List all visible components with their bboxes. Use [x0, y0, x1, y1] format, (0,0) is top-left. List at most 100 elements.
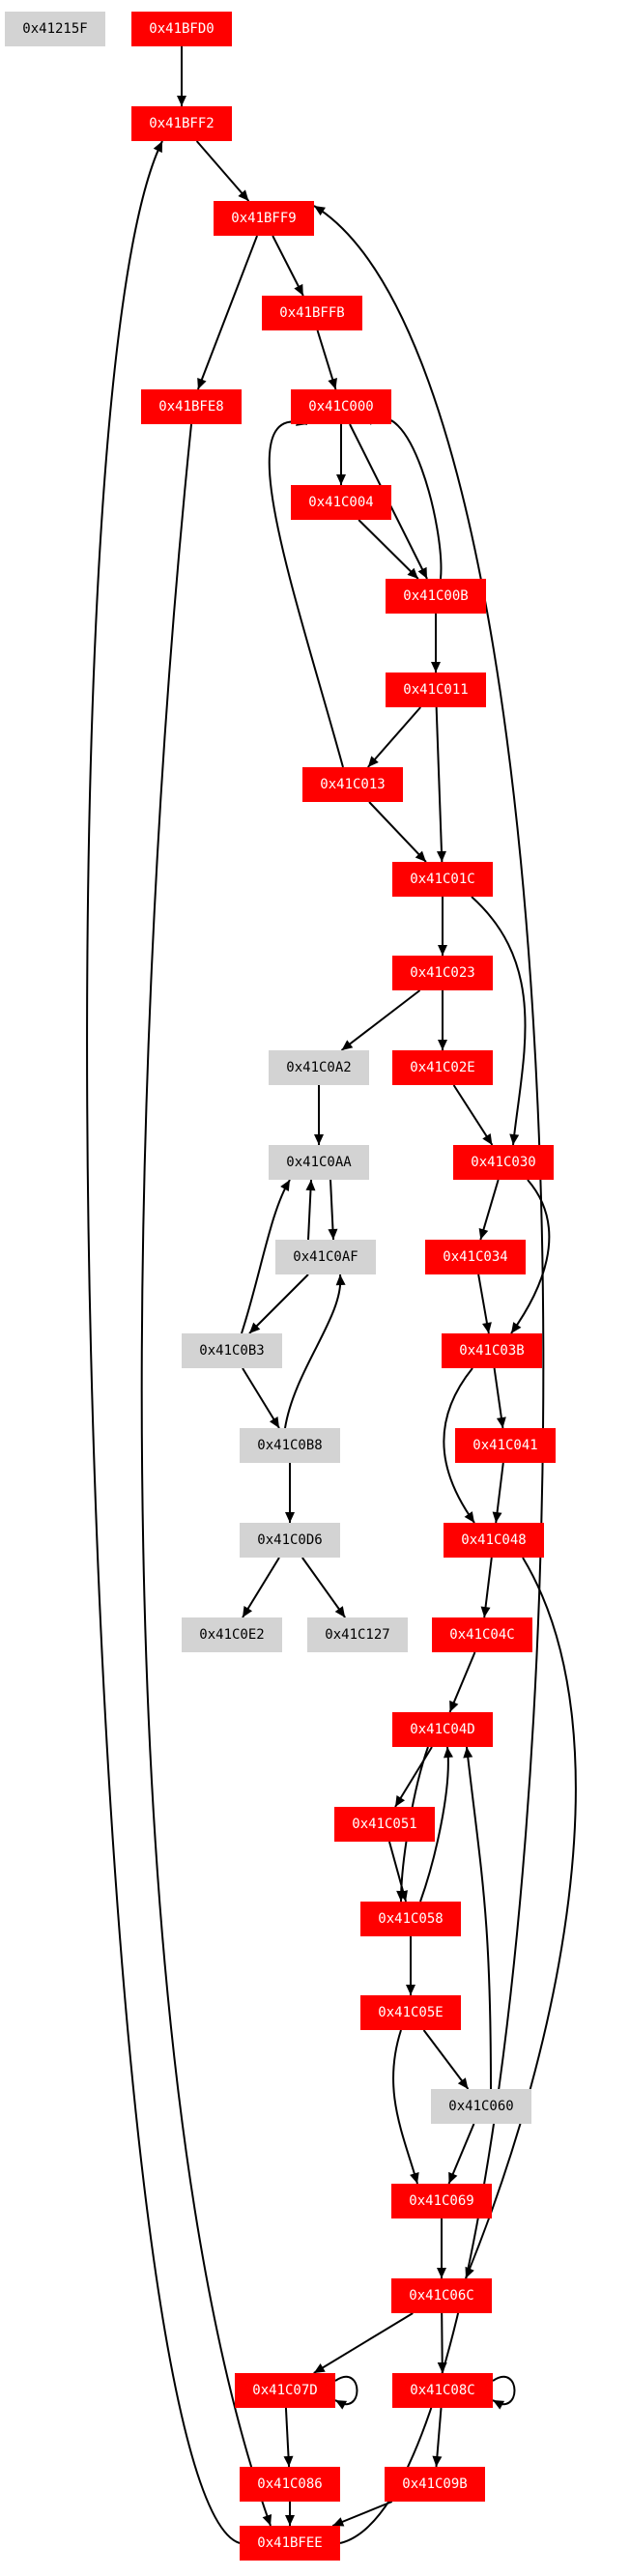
node-0x41c058[interactable]: 0x41C058	[360, 1902, 461, 1936]
node-0x41bffb[interactable]: 0x41BFFB	[262, 296, 362, 330]
node-box	[453, 1145, 554, 1180]
node-0x41c034[interactable]: 0x41C034	[425, 1240, 526, 1274]
node-box	[431, 2089, 531, 2124]
node-label: 0x41BFD0	[149, 21, 214, 37]
arrowhead-icon	[283, 2455, 294, 2467]
node-0x41bfe8[interactable]: 0x41BFE8	[141, 389, 242, 424]
arrowhead-icon	[335, 1274, 346, 1286]
edge-C08C-to-C09B	[432, 2407, 443, 2468]
edge-line	[284, 1274, 342, 1429]
node-0x41c01c[interactable]: 0x41C01C	[392, 862, 493, 897]
node-box	[391, 2278, 492, 2313]
edge-C0A2-to-C0AA	[314, 1085, 324, 1145]
arrowhead-icon	[334, 1606, 346, 1617]
edge-C048-to-C06C	[465, 1557, 577, 2279]
node-0x41c09b[interactable]: 0x41C09B	[385, 2467, 485, 2502]
node-0x41215f[interactable]: 0x41215F	[5, 12, 105, 46]
node-0x41c06c[interactable]: 0x41C06C	[391, 2278, 492, 2313]
edge-line	[394, 1746, 433, 1808]
node-0x41c023[interactable]: 0x41C023	[392, 956, 493, 990]
edge-line	[492, 2375, 516, 2406]
node-box	[262, 296, 362, 330]
node-0x41c05e[interactable]: 0x41C05E	[360, 1995, 461, 2030]
edge-line	[248, 1274, 309, 1334]
node-0x41bfd0[interactable]: 0x41BFD0	[131, 12, 232, 46]
edge-C09B-to-BFEE	[331, 2501, 393, 2527]
node-0x41c03b[interactable]: 0x41C03B	[442, 1333, 542, 1368]
arrowhead-icon	[243, 1606, 253, 1617]
node-box	[5, 12, 105, 46]
edge-line	[435, 706, 444, 863]
arrowhead-icon	[395, 1795, 406, 1807]
edge-line	[466, 1746, 492, 2090]
edge-C03B-to-C041	[493, 1367, 506, 1429]
node-label: 0x41C04C	[449, 1627, 514, 1643]
node-0x41c02e[interactable]: 0x41C02E	[392, 1050, 493, 1085]
node-box	[131, 12, 232, 46]
edge-C0B3-to-C0B8	[242, 1367, 280, 1429]
node-0x41c07d[interactable]: 0x41C07D	[235, 2373, 335, 2408]
node-label: 0x41C05E	[378, 2005, 443, 2020]
edge-C02E-to-C030	[452, 1084, 494, 1146]
node-0x41c051[interactable]: 0x41C051	[334, 1807, 435, 1842]
node-0x41c000[interactable]: 0x41C000	[291, 389, 391, 424]
node-0x41c0af[interactable]: 0x41C0AF	[275, 1240, 376, 1274]
node-box	[307, 1617, 408, 1652]
node-0x41c04d[interactable]: 0x41C04D	[392, 1712, 493, 1747]
edge-line	[242, 1367, 280, 1429]
node-0x41c041[interactable]: 0x41C041	[455, 1428, 556, 1463]
node-0x41c0e2[interactable]: 0x41C0E2	[182, 1617, 282, 1652]
arrowhead-icon	[496, 1417, 506, 1428]
node-box	[360, 1995, 461, 2030]
node-0x41c08c[interactable]: 0x41C08C	[392, 2373, 493, 2408]
edge-line	[242, 1557, 280, 1618]
edge-C03B-to-C048	[443, 1367, 475, 1524]
node-box	[392, 862, 493, 897]
node-box	[386, 673, 486, 707]
node-label: 0x41C069	[409, 2193, 473, 2209]
node-label: 0x41C127	[325, 1627, 389, 1643]
node-0x41c069[interactable]: 0x41C069	[391, 2184, 492, 2218]
arrowhead-icon	[480, 1606, 491, 1617]
node-label: 0x41C041	[472, 1438, 537, 1453]
node-0x41bfee[interactable]: 0x41BFEE	[240, 2526, 340, 2561]
edge-C048-to-C04C	[480, 1557, 493, 1618]
node-label: 0x41BFE8	[158, 399, 223, 415]
node-0x41c030[interactable]: 0x41C030	[453, 1145, 554, 1180]
edge-line	[452, 1084, 494, 1146]
node-0x41c04c[interactable]: 0x41C04C	[432, 1617, 532, 1652]
edge-line	[334, 2375, 358, 2406]
node-0x41c127[interactable]: 0x41C127	[307, 1617, 408, 1652]
edge-line	[510, 1179, 551, 1334]
node-0x41c0d6[interactable]: 0x41C0D6	[240, 1523, 340, 1558]
node-label: 0x41C023	[410, 965, 474, 981]
edge-line	[268, 420, 344, 768]
node-box	[385, 2467, 485, 2502]
node-0x41c086[interactable]: 0x41C086	[240, 2467, 340, 2502]
node-0x41c013[interactable]: 0x41C013	[302, 767, 403, 802]
edge-line	[241, 1179, 291, 1334]
arrowhead-icon	[463, 1747, 473, 1759]
node-0x41c011[interactable]: 0x41C011	[386, 673, 486, 707]
arrowhead-icon	[509, 1133, 520, 1145]
node-0x41bff2[interactable]: 0x41BFF2	[131, 106, 232, 141]
node-0x41c0b8[interactable]: 0x41C0B8	[240, 1428, 340, 1463]
node-0x41c048[interactable]: 0x41C048	[444, 1523, 544, 1558]
node-0x41c004[interactable]: 0x41C004	[291, 485, 391, 520]
node-0x41c060[interactable]: 0x41C060	[431, 2089, 531, 2124]
edge-C011-to-C01C	[435, 706, 446, 863]
node-0x41c00b[interactable]: 0x41C00B	[386, 579, 486, 614]
node-box	[269, 1050, 369, 1085]
node-0x41c0a2[interactable]: 0x41C0A2	[269, 1050, 369, 1085]
node-0x41bff9[interactable]: 0x41BFF9	[214, 201, 314, 236]
node-label: 0x41C06C	[409, 2288, 473, 2304]
node-box	[269, 1145, 369, 1180]
arrowhead-icon	[511, 1322, 522, 1333]
arrowhead-icon	[438, 1040, 447, 1050]
node-box	[392, 1050, 493, 1085]
node-0x41c0b3[interactable]: 0x41C0B3	[182, 1333, 282, 1368]
edge-BFE8-to-BFEE	[140, 423, 272, 2527]
arrowhead-icon	[153, 141, 162, 154]
node-0x41c0aa[interactable]: 0x41C0AA	[269, 1145, 369, 1180]
node-box	[182, 1333, 282, 1368]
